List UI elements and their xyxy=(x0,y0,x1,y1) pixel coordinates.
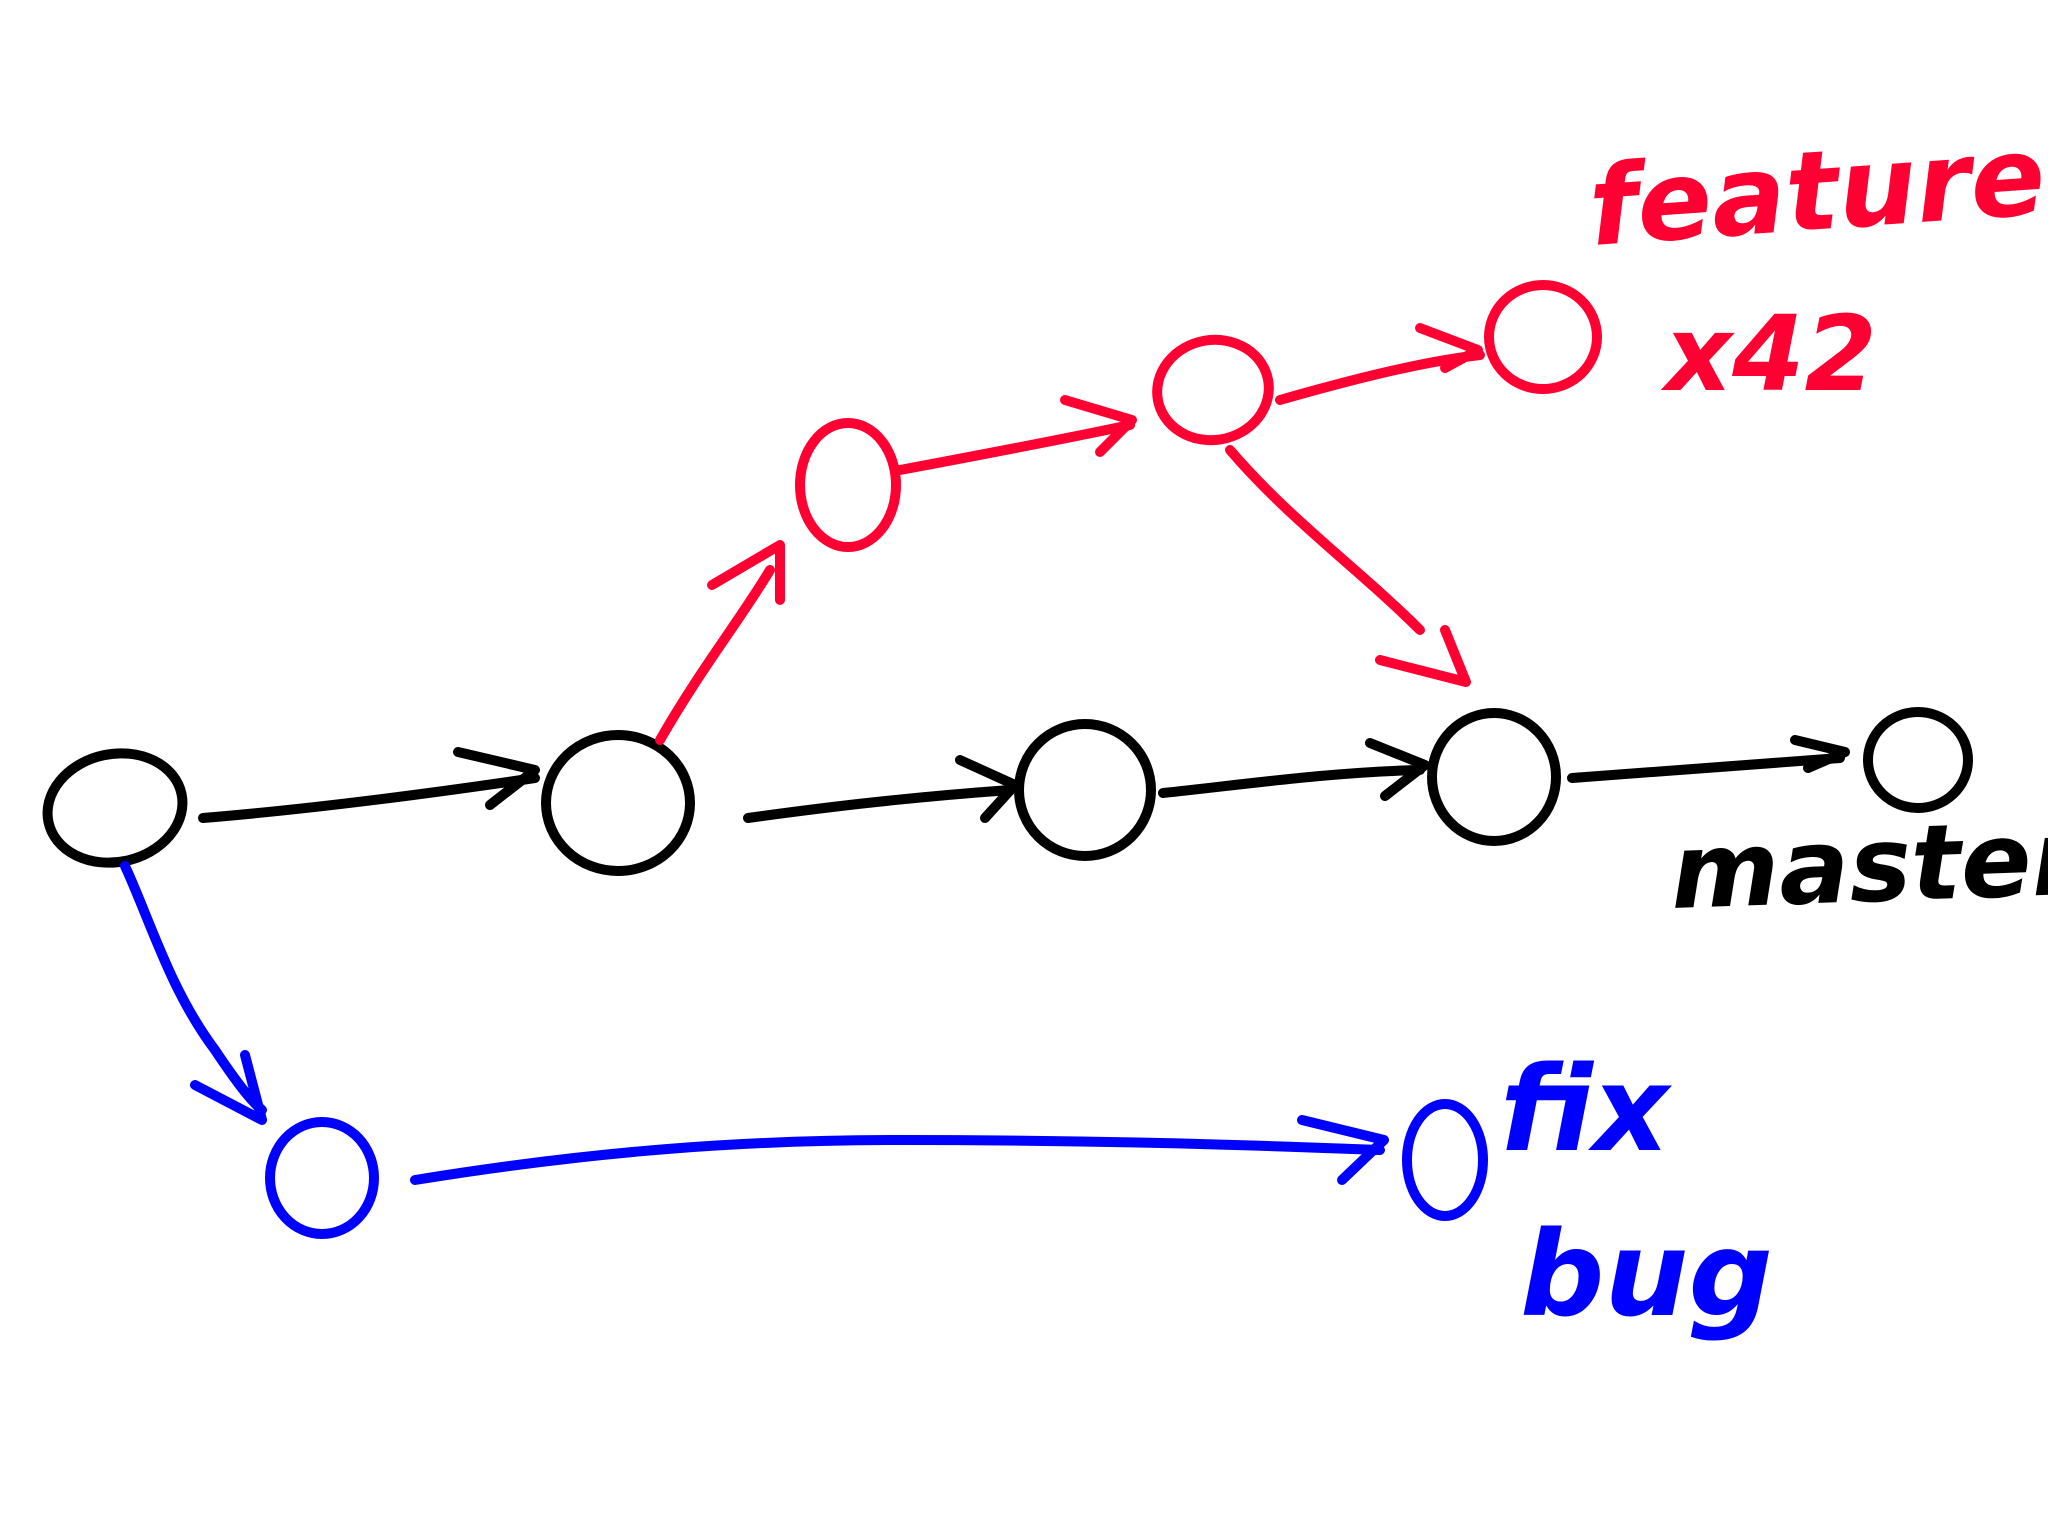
feature-branch-id: x42 xyxy=(1660,293,1877,415)
feature-merge-arrowhead xyxy=(1375,625,1471,687)
master-commit-2 xyxy=(541,730,695,876)
feature-arrowhead-3 xyxy=(1415,323,1483,373)
master-arrowhead-2 xyxy=(453,747,540,810)
bugfix-arrowhead-2 xyxy=(1297,1115,1389,1185)
bugfix-edge-b1-b2 xyxy=(410,1135,1385,1185)
bugfix-commit-2 xyxy=(1402,1099,1488,1221)
feature-branch-label: feature xyxy=(1585,111,2048,271)
master-commit-1 xyxy=(42,748,188,868)
bugfix-edge-master1-b1 xyxy=(120,861,267,1115)
master-branch: master xyxy=(42,707,2048,933)
feature-arrowhead-2 xyxy=(1060,395,1137,457)
master-branch-label: master xyxy=(1669,796,2048,933)
feature-edge-master2-f1 xyxy=(655,565,775,745)
bugfix-branch: fix bug xyxy=(120,861,1773,1343)
bugfix-branch-label-line2: bug xyxy=(1520,1205,1773,1343)
master-commit-4 xyxy=(1427,708,1561,846)
master-edge-4-5 xyxy=(1567,753,1845,783)
feature-commit-2 xyxy=(1152,334,1274,446)
master-edge-1-2 xyxy=(198,773,540,823)
bugfix-arrowhead-1 xyxy=(190,1050,267,1125)
master-edge-2-3 xyxy=(743,785,1015,823)
master-arrowhead-4 xyxy=(1365,738,1430,801)
master-commit-5 xyxy=(1863,707,1973,813)
feature-commit-1 xyxy=(795,418,901,552)
master-arrowhead-5 xyxy=(1790,735,1850,773)
feature-branch: feature x42 xyxy=(655,111,2048,745)
feature-edge-f1-f2 xyxy=(895,420,1135,475)
master-edge-3-4 xyxy=(1158,765,1425,798)
feature-commit-3 xyxy=(1484,280,1602,394)
feature-arrowhead-1 xyxy=(707,540,785,605)
bugfix-branch-label: fix xyxy=(1500,1040,1673,1178)
bugfix-commit-1 xyxy=(265,1117,379,1239)
master-commit-3 xyxy=(1014,719,1156,861)
feature-merge-edge xyxy=(1225,445,1425,635)
master-arrowhead-3 xyxy=(955,755,1020,823)
